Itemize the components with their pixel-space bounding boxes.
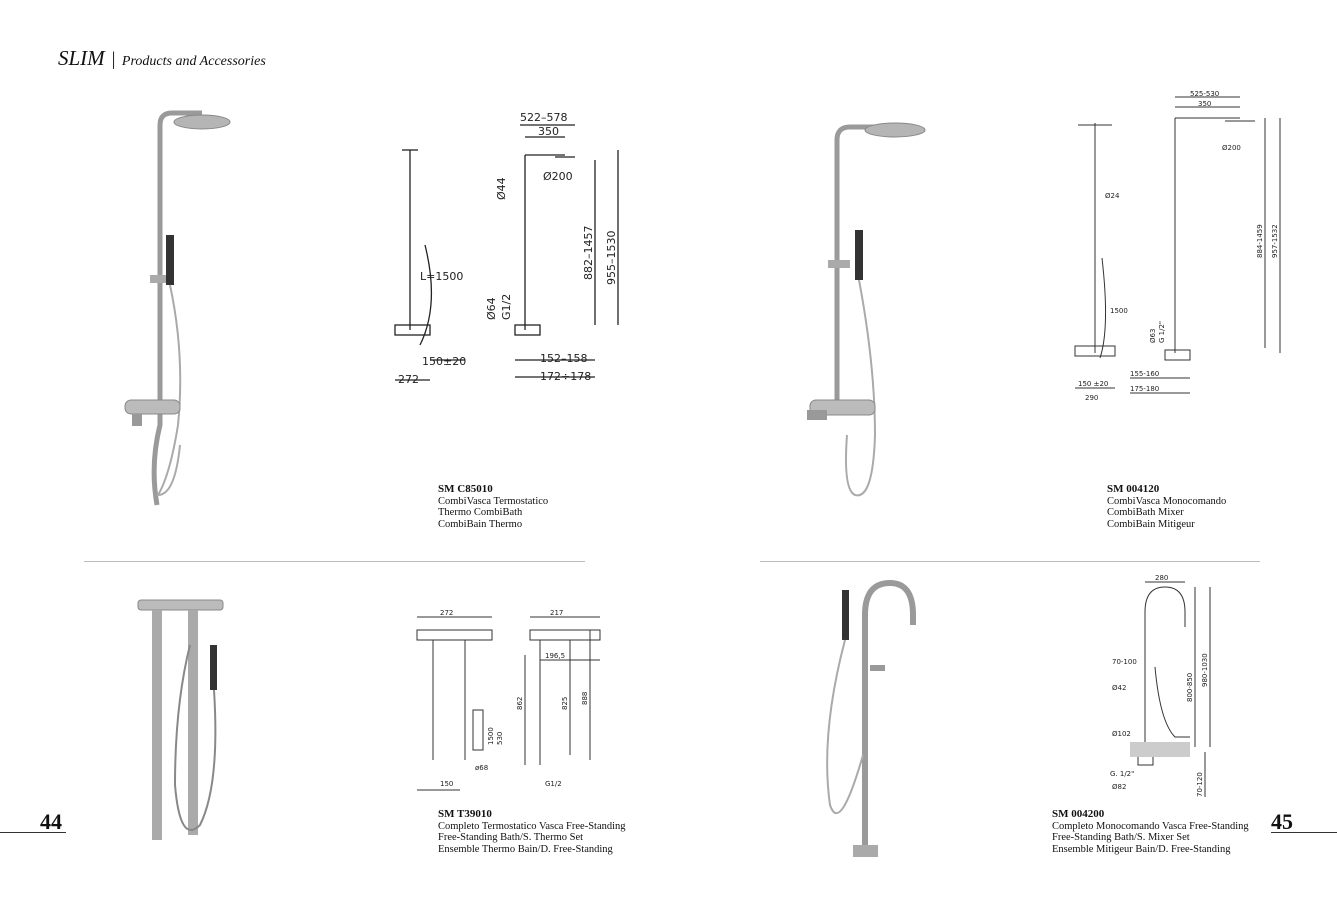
dim-label: 525-530 [1190,90,1219,98]
dim-label: Ø24 [1105,192,1120,200]
product-name-en: CombiBath Mixer [1107,507,1184,518]
dim-label: Ø63 [1149,329,1157,343]
product-name-it: Completo Termostatico Vasca Free-Standin… [438,820,626,832]
technical-drawing-sm-004200: 280 70-100 Ø42 Ø102 G. 1/2" Ø82 800-850 … [1110,574,1211,797]
product-name-en: Thermo CombiBath [438,507,523,518]
dim-label: 272 [398,373,419,386]
dim-label: G1/2 [545,780,562,788]
dim-label: ø68 [475,764,488,772]
dim-label: 155-160 [1130,370,1159,378]
dim-label: Ø64 [485,297,498,320]
product-photo-sm-004200 [826,579,916,857]
product-info-sm-t39010: SM T39010 Completo Termostatico Vasca Fr… [438,808,626,855]
product-name-fr: CombiBain Thermo [438,518,523,530]
dim-label: G. 1/2" [1110,770,1134,778]
dim-label: 882–1457 [582,226,595,281]
product-photo-sm-t39010 [137,599,224,840]
dim-label: 175-180 [1130,385,1159,393]
page-number-left: 44 [40,809,62,834]
product-name-fr: Ensemble Thermo Bain/D. Free-Standing [438,843,613,855]
product-info-sm-c85010: SM C85010 CombiVasca Termostatico Thermo… [438,483,549,530]
product-name-it: CombiVasca Termostatico [438,495,549,507]
divider [84,561,585,562]
dim-label: 862 [516,697,524,710]
product-code: SM 004120 [1107,483,1160,495]
dim-label: 522–578 [520,111,568,124]
dim-label: 217 [550,609,563,617]
product-code: SM 004200 [1052,808,1105,820]
dim-label: L=1500 [420,270,463,283]
page-number-rule [0,832,66,833]
dim-label: Ø200 [543,170,573,183]
product-name-fr: Ensemble Mitigeur Bain/D. Free-Standing [1052,843,1231,855]
page-number-right: 45 [1271,809,1293,834]
dim-label: 350 [1198,100,1211,108]
dim-label: 888 [581,692,589,705]
dim-label: G1/2 [500,294,513,320]
dim-label: 272 [440,609,453,617]
dim-label: 70-100 [1112,658,1137,666]
dim-label: 70-120 [1196,772,1204,797]
technical-drawing-sm-c85010: 522–578 350 Ø200 Ø44 882–1457 955–1530 L… [394,111,619,386]
header-subtitle: Products and Accessories [121,54,266,69]
product-photo-sm-004120 [807,122,926,497]
technical-drawing-sm-t39010: 272 217 196,5 862 825 888 1500 530 ø68 1… [416,609,601,791]
dim-label: Ø82 [1112,783,1126,791]
product-info-sm-004120: SM 004120 CombiVasca Monocomando CombiBa… [1107,483,1227,530]
dim-label: 980-1030 [1201,653,1209,687]
technical-drawing-sm-004120: 525-530 350 Ø200 Ø24 884-1459 957-1532 1… [1074,90,1281,402]
page-header: SLIM| Products and Accessories [58,46,266,71]
dim-label: 1500 [487,727,495,745]
product-name-it: Completo Monocomando Vasca Free-Standing [1052,820,1249,832]
dim-label: 290 [1085,394,1098,402]
product-name-en: Free-Standing Bath/S. Mixer Set [1052,832,1190,843]
product-code: SM T39010 [438,808,492,820]
dim-label: 955–1530 [605,231,618,286]
dim-label: 150 [440,780,453,788]
dim-label: 150 ±20 [1078,380,1108,388]
dim-label: 196,5 [545,652,565,660]
product-code: SM C85010 [438,483,493,495]
dim-label: 884-1459 [1256,224,1264,258]
dim-label: 1500 [1110,307,1128,315]
dim-label: 957-1532 [1271,224,1279,258]
dim-label: Ø42 [1112,684,1126,692]
dim-label: 152–158 [540,352,588,365]
dim-label: 530 [496,732,504,745]
dim-label: 350 [538,125,559,138]
dim-label: 172÷178 [540,370,591,383]
dim-label: Ø102 [1112,730,1131,738]
dim-label: 280 [1155,574,1168,582]
dim-label: Ø44 [495,177,508,200]
product-photo-sm-c85010 [124,110,231,506]
dim-label: 150±20 [422,355,466,368]
brand-title: SLIM [58,46,105,70]
dim-label: G 1/2" [1158,321,1166,343]
dim-label: Ø200 [1222,144,1241,152]
product-info-sm-004200: SM 004200 Completo Monocomando Vasca Fre… [1052,808,1249,855]
header-separator: | [110,49,116,70]
dim-label: 825 [561,697,569,710]
dim-label: 800-850 [1186,673,1194,702]
product-name-en: Free-Standing Bath/S. Thermo Set [438,832,584,843]
divider [760,561,1260,562]
product-name-it: CombiVasca Monocomando [1107,495,1227,507]
page-number-rule [1271,832,1337,833]
product-name-fr: CombiBain Mitigeur [1107,518,1195,530]
